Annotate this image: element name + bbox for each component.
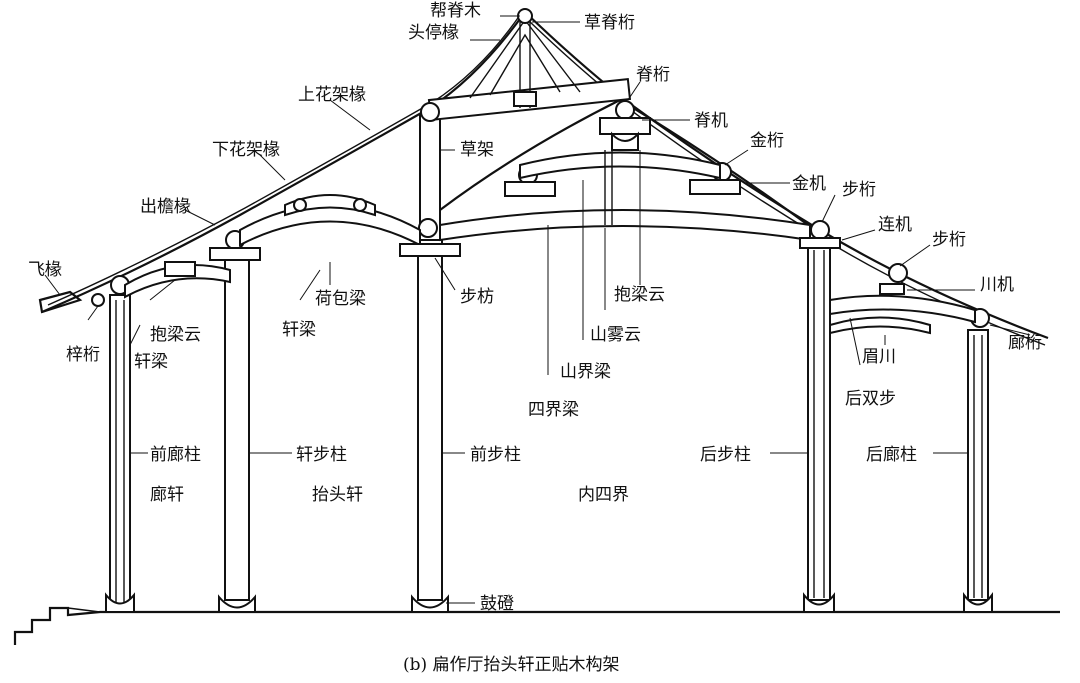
rear-step-plinth [803, 592, 835, 613]
label-hou-bu-zhu: 后步柱 [700, 445, 751, 465]
rear-step-column [807, 244, 831, 601]
right-roof-rafter [524, 11, 1049, 340]
label-fei-chuan: 飞椽 [28, 260, 62, 280]
cao-ridge-purlin [517, 8, 533, 24]
veranda-bao-liang-yun [164, 261, 196, 277]
ridge-block [599, 117, 651, 135]
ridge-bao-liang-yun [611, 131, 639, 151]
label-bu-fang: 步枋 [460, 287, 494, 307]
rear-step-purlin [810, 220, 830, 240]
label-bao-liang-yun-right: 抱梁云 [614, 285, 665, 305]
labels: 帮脊木 草脊桁 头停椽 上花架椽 脊桁 脊机 草架 金桁 下花架椽 金机 出檐椽… [28, 1, 1042, 675]
mountain-beam [519, 151, 721, 180]
label-qian-lang-zhu: 前廊柱 [150, 445, 201, 465]
label-hou-shuang-bu: 后双步 [845, 389, 896, 409]
rear-veranda-column [967, 329, 989, 601]
xuan-step-plinth [218, 594, 256, 613]
label-hou-lang-zhu: 后廊柱 [866, 445, 917, 465]
chuan-ji-block [879, 283, 905, 295]
label-zi-heng: 梓桁 [66, 345, 100, 365]
veranda-xuan-beam [124, 264, 231, 299]
label-chuan-ji: 川机 [980, 275, 1014, 295]
label-shang-hua-jia-chuan: 上花架椽 [298, 85, 366, 105]
columns [105, 114, 993, 613]
label-si-jie-liang: 四界梁 [528, 400, 579, 420]
xuan-step-column [224, 254, 250, 601]
xuan-beam [239, 204, 421, 247]
label-cao-jia: 草架 [460, 140, 494, 160]
roof-rafters [38, 11, 1049, 346]
step-tie-beam [399, 243, 461, 257]
front-step-column [417, 234, 443, 601]
lotus-beam [284, 194, 376, 217]
label-bao-liang-yun-left: 抱梁云 [150, 325, 201, 345]
lian-ji-block [799, 237, 841, 249]
label-tai-tou-xuan: 抬头轩 [312, 485, 363, 505]
beams [124, 117, 976, 335]
label-shan-jie-liang: 山界梁 [560, 362, 611, 382]
rear-double-step-purlin [888, 263, 908, 283]
jin-block-left [504, 181, 556, 197]
leader-lines [44, 15, 1031, 604]
eyebrow-beam [829, 316, 931, 335]
xuan-step-tie-beam [209, 247, 261, 261]
front-veranda-column [109, 294, 131, 608]
label-gu-deng: 鼓磴 [480, 594, 514, 614]
label-xia-hua-jia-chuan: 下花架椽 [212, 140, 280, 160]
figure-caption: (b) 扁作厅抬头轩正贴木构架 [403, 655, 620, 675]
label-lang-xuan: 廊轩 [150, 485, 184, 505]
label-ji-heng: 脊桁 [636, 65, 670, 85]
label-bu-heng-lower: 步桁 [932, 230, 966, 250]
label-xuan-liang-left: 轩梁 [134, 352, 168, 372]
cao-jia-purlin [420, 102, 440, 122]
label-jin-ji: 金机 [792, 174, 826, 194]
label-xuan-bu-zhu: 轩步柱 [296, 445, 347, 465]
four-bay-beam [439, 209, 811, 242]
label-shan-wu-yun: 山雾云 [590, 325, 641, 345]
label-tou-ting-chuan: 头停椽 [408, 23, 459, 43]
label-lian-ji: 连机 [878, 215, 912, 235]
ground-and-steps [13, 606, 1060, 645]
label-mei-chuan: 眉川 [862, 347, 896, 367]
label-lang-heng: 廊桁 [1008, 333, 1042, 353]
front-step-purlin [418, 218, 438, 238]
drum-plinth [411, 594, 449, 613]
front-veranda-plinth [105, 592, 135, 613]
label-nei-si-jie: 内四界 [578, 485, 629, 505]
jin-block-right [689, 179, 741, 195]
zi-purlin [91, 293, 105, 307]
rear-double-step-beam [829, 294, 976, 324]
label-jin-heng: 金桁 [750, 131, 784, 151]
label-qian-bu-zhu: 前步柱 [470, 445, 521, 465]
label-ji-ji: 脊机 [694, 111, 728, 131]
cao-jia-truss [420, 8, 632, 122]
ridge-purlin [615, 100, 635, 120]
label-cao-ji-heng: 草脊桁 [584, 13, 635, 33]
label-bang-ji-mu: 帮脊木 [430, 1, 481, 21]
left-roof-rafter [41, 11, 526, 314]
label-chu-yan-chuan: 出檐椽 [140, 197, 191, 217]
rear-veranda-plinth [963, 591, 993, 613]
label-he-bao-liang: 荷包梁 [315, 289, 366, 309]
cao-jia-block [513, 91, 537, 107]
label-xuan-liang-mid: 轩梁 [282, 320, 316, 340]
label-bu-heng-upper: 步桁 [842, 180, 876, 200]
